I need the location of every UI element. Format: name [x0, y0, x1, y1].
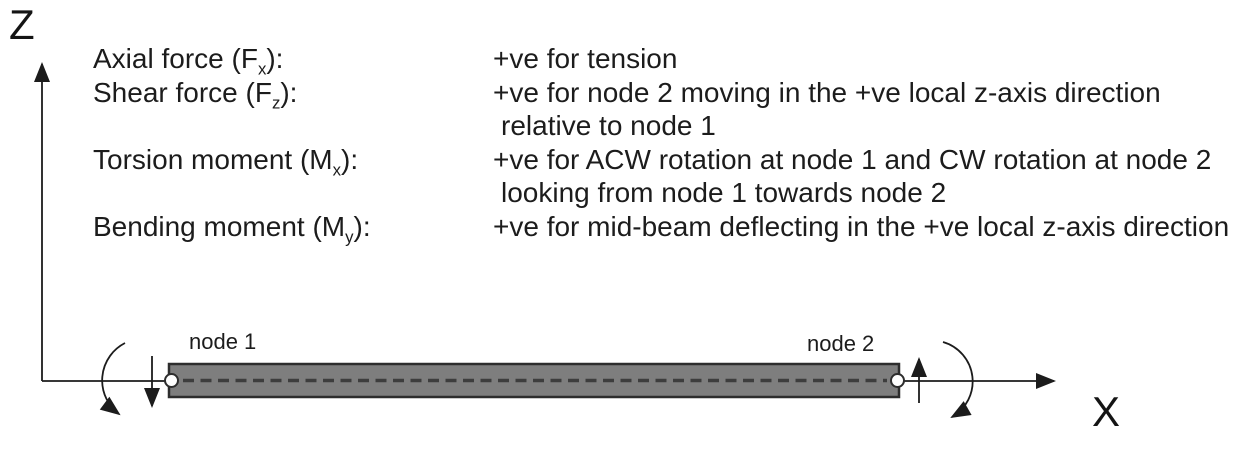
description-line: +ve for mid-beam deflecting in the +ve l… [493, 210, 1230, 242]
bending-moment-description: +ve for mid-beam deflecting in the +ve l… [493, 210, 1229, 244]
node1-pin [164, 373, 179, 388]
description-line: +ve for ACW rotation at node 1 and CW ro… [493, 143, 1212, 175]
torsion-moment-term: Torsion moment (Mx): [93, 143, 359, 180]
description-line: looking from node 1 towards node 2 [501, 177, 947, 209]
node2-label: node 2 [807, 331, 875, 356]
sign-convention-definitions: Axial force (Fx): +ve for tension Shear … [93, 42, 1229, 247]
x-axis-label: X [1092, 388, 1121, 435]
definition-row-shear-force: Shear force (Fz): +ve for node 2 moving … [93, 76, 1229, 143]
axial-force-description: +ve for tension [493, 42, 677, 76]
definition-row-axial-force: Axial force (Fx): +ve for tension [93, 42, 1229, 79]
definition-row-torsion-moment: Torsion moment (Mx): +ve for ACW rotatio… [93, 143, 1229, 210]
node1-acw-rotation-arrow [99, 342, 126, 416]
bending-moment-term: Bending moment (My): [93, 210, 371, 247]
node1-label: node 1 [189, 329, 257, 354]
shear-force-term: Shear force (Fz): [93, 76, 298, 113]
torsion-moment-description: +ve for ACW rotation at node 1 and CW ro… [493, 143, 1211, 210]
description-line: +ve for node 2 moving in the +ve local z… [493, 76, 1161, 108]
shear-force-description: +ve for node 2 moving in the +ve local z… [493, 76, 1161, 143]
axial-force-term: Axial force (Fx): [93, 43, 284, 79]
node2-cw-rotation-arrow [942, 341, 974, 418]
description-line: relative to node 1 [501, 110, 716, 142]
node2-pin [890, 373, 905, 388]
z-axis-label: Z [9, 1, 35, 48]
description-line: +ve for tension [493, 43, 678, 74]
definition-row-bending-moment: Bending moment (My): +ve for mid-beam de… [93, 210, 1229, 247]
